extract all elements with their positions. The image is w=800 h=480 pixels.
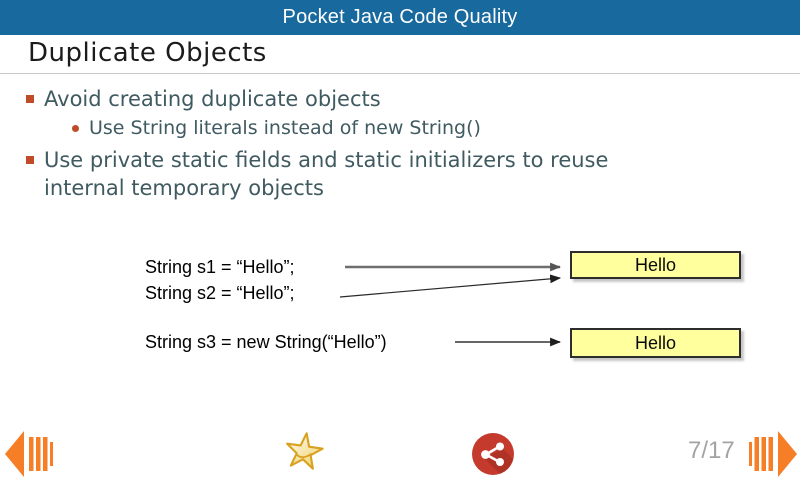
favorite-star-icon xyxy=(285,432,324,470)
bullet-text: Use private static fields and static ini… xyxy=(44,148,609,200)
arrow-s2-to-pool xyxy=(339,274,562,298)
bullet-text: Avoid creating duplicate objects xyxy=(44,87,381,111)
bullet-item: Use private static fields and static ini… xyxy=(26,146,786,202)
slide-title: Duplicate Objects xyxy=(28,38,267,68)
previous-slide-button[interactable] xyxy=(4,430,54,478)
box-label: Hello xyxy=(634,254,677,275)
share-button[interactable] xyxy=(471,432,515,476)
code-line-s3: String s3 = new String(“Hello”) xyxy=(145,332,387,352)
box-label: Hello xyxy=(634,332,677,353)
rate-star-button[interactable] xyxy=(283,431,325,473)
app-title: Pocket Java Code Quality xyxy=(282,6,518,28)
round-bullet-icon xyxy=(72,125,79,132)
share-icon xyxy=(472,433,514,475)
previous-slide-arrow-icon xyxy=(5,431,53,477)
square-bullet-icon xyxy=(26,156,34,164)
bullet-list: Avoid creating duplicate objects Use Str… xyxy=(26,85,786,202)
app-title-bar: Pocket Java Code Quality xyxy=(0,0,800,35)
code-line-s1: String s1 = “Hello”; xyxy=(145,257,295,277)
heap-object-box: Hello xyxy=(570,328,741,358)
next-slide-button[interactable] xyxy=(748,430,798,478)
square-bullet-icon xyxy=(26,95,34,103)
string-pool-object-box: Hello xyxy=(570,251,741,279)
title-divider xyxy=(0,73,800,74)
next-slide-arrow-icon xyxy=(749,431,797,477)
bullet-item: Avoid creating duplicate objects xyxy=(26,85,786,113)
code-line-s2: String s2 = “Hello”; xyxy=(145,283,295,303)
sub-bullet-item: Use String literals instead of new Strin… xyxy=(72,116,786,141)
page-indicator: 7/17 xyxy=(688,437,735,464)
sub-bullet-text: Use String literals instead of new Strin… xyxy=(89,117,481,139)
